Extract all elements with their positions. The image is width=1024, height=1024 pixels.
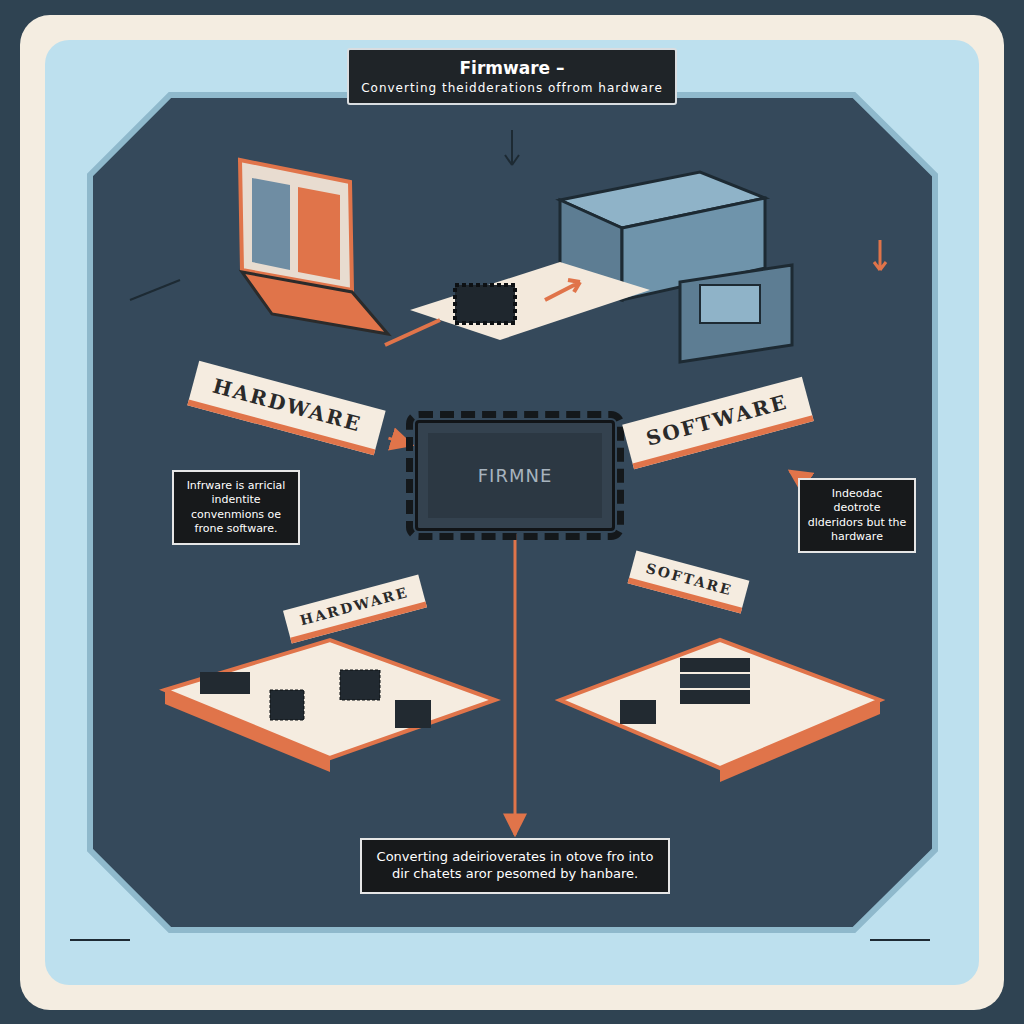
stack-layer [680, 658, 750, 672]
stack-layer [680, 674, 750, 688]
laptop-panel [298, 187, 340, 280]
decor-line [70, 939, 930, 941]
stack-layer [680, 690, 750, 704]
decor-line [130, 280, 180, 300]
inner-panel [90, 95, 935, 930]
outer-frame [20, 15, 1004, 1010]
decor-arrow [385, 320, 440, 345]
node-text: Firmware – [361, 58, 663, 78]
connector-arrow [388, 438, 412, 445]
decor-arrow [505, 130, 519, 165]
panel-edge [720, 700, 880, 782]
callout-box: Infrware is arricial indentite convenmio… [172, 470, 300, 545]
device-small [680, 265, 792, 362]
callout-box: Converting adeirioverates in otove fro i… [360, 838, 670, 894]
laptop-screen [240, 160, 352, 290]
component [200, 672, 250, 694]
platform [410, 262, 650, 340]
component [395, 700, 431, 728]
connector-arrow [514, 534, 517, 835]
node-text: Indeodac deotrote dlderidors but the har… [807, 487, 907, 544]
laptop-keyboard [242, 272, 388, 334]
decor-arrow [874, 240, 886, 270]
title-box: Firmware – Converting theidderations offr… [347, 48, 677, 105]
node-text: Converting theidderations offrom hardwar… [361, 81, 663, 95]
device-screen [700, 285, 760, 323]
node-text: FIRMNE [438, 465, 592, 486]
laptop-panel [252, 178, 290, 270]
component [620, 700, 656, 724]
small-chip [455, 285, 515, 323]
node-text: Infrware is arricial indentite convenmio… [181, 479, 291, 536]
component [270, 690, 304, 720]
connector-arrow [790, 471, 798, 476]
callout-box: Indeodac deotrote dlderidors but the har… [798, 478, 916, 553]
node-text: Converting adeirioverates in otove fro i… [374, 849, 656, 883]
hardware-panel [165, 640, 495, 758]
software-panel [560, 640, 880, 768]
decor-arrow [545, 280, 580, 300]
panel-edge [165, 690, 330, 772]
frame-ring [45, 40, 979, 985]
component [340, 670, 380, 700]
firmware-chip: FIRMNE [415, 420, 615, 531]
